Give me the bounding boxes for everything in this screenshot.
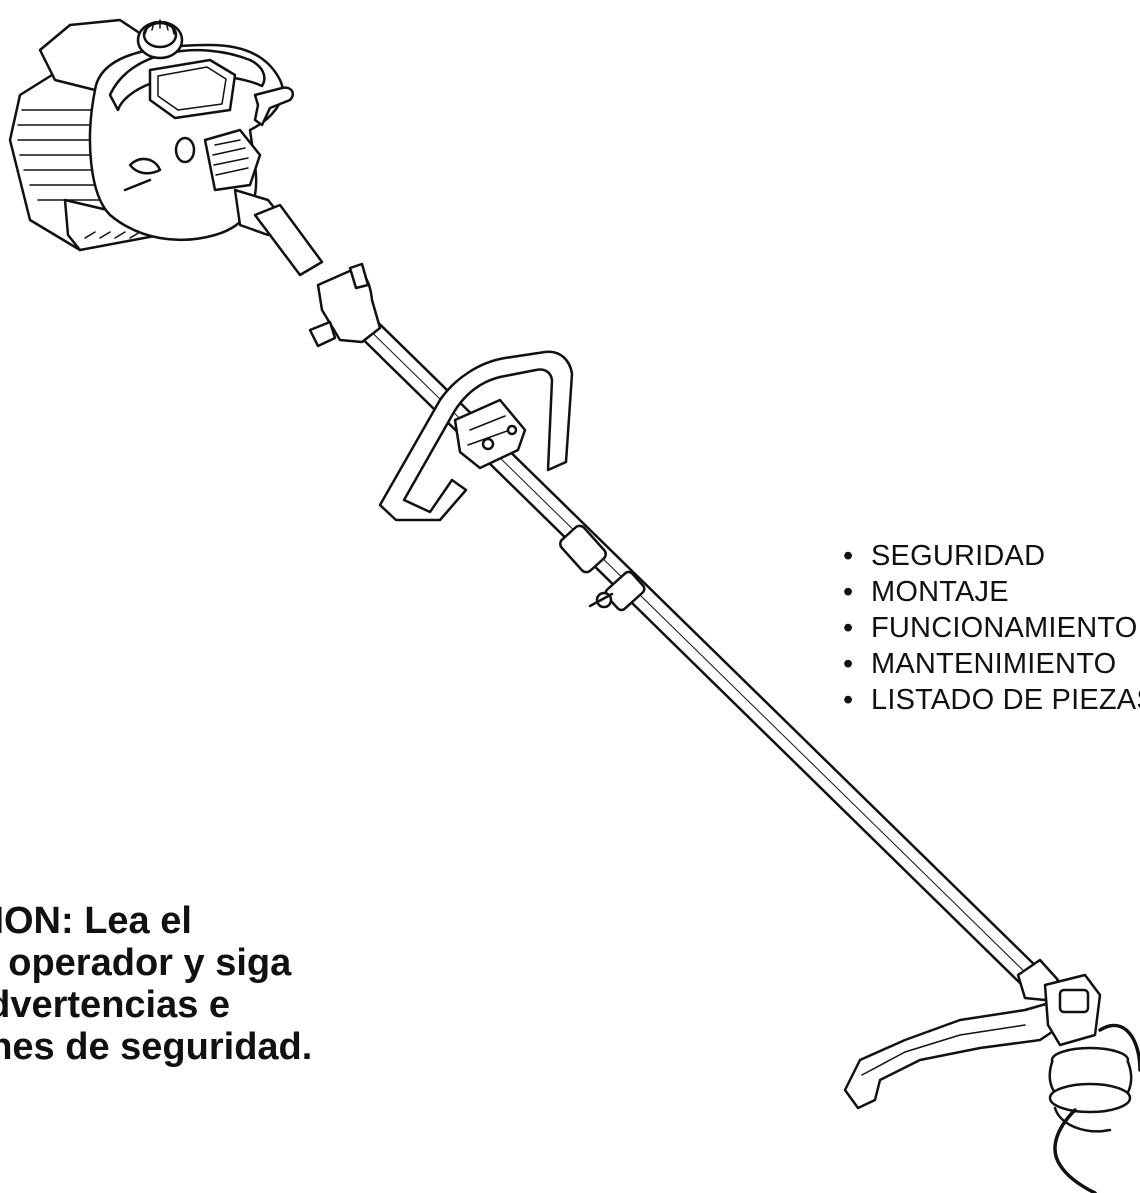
contents-list: • SEGURIDAD • MONTAJE • FUNCIONAMIENTO • MAN… — [843, 538, 1140, 718]
throttle-grip — [308, 262, 382, 348]
list-item: • FUNCIONAMIENTO — [843, 610, 1140, 646]
bullet: • — [843, 684, 854, 716]
list-item: • MANTENIMIENTO — [843, 646, 1140, 682]
list-item-label: FUNCIONAMIENTO — [871, 612, 1138, 644]
list-item-label: SEGURIDAD — [871, 540, 1046, 572]
trimmer-guard — [843, 998, 1072, 1110]
warning-line-4: ones de seguridad. — [0, 1026, 313, 1068]
bullet: • — [843, 576, 854, 608]
warning-line-2: el operador y siga — [0, 942, 292, 984]
engine-housing — [8, 18, 324, 277]
list-item: • MONTAJE — [843, 574, 1140, 610]
list-item-label: LISTADO DE PIEZAS — [871, 684, 1140, 716]
list-item: • LISTADO DE PIEZAS — [843, 682, 1140, 718]
bullet: • — [843, 612, 854, 644]
bullet: • — [843, 540, 854, 572]
list-item-label: MONTAJE — [871, 576, 1009, 608]
list-item-label: MANTENIMIENTO — [871, 648, 1117, 680]
warning-line-3: advertencias e — [0, 984, 231, 1026]
gearbox-head — [1016, 958, 1133, 1133]
list-item: • SEGURIDAD — [843, 538, 1140, 574]
warning-line-1: CION: Lea el — [0, 900, 192, 942]
shaft-coupler — [559, 524, 646, 612]
bullet: • — [843, 648, 854, 680]
loop-handle — [378, 350, 574, 522]
safety-warning: CION: Lea el el operador y siga adverten… — [0, 900, 426, 1068]
